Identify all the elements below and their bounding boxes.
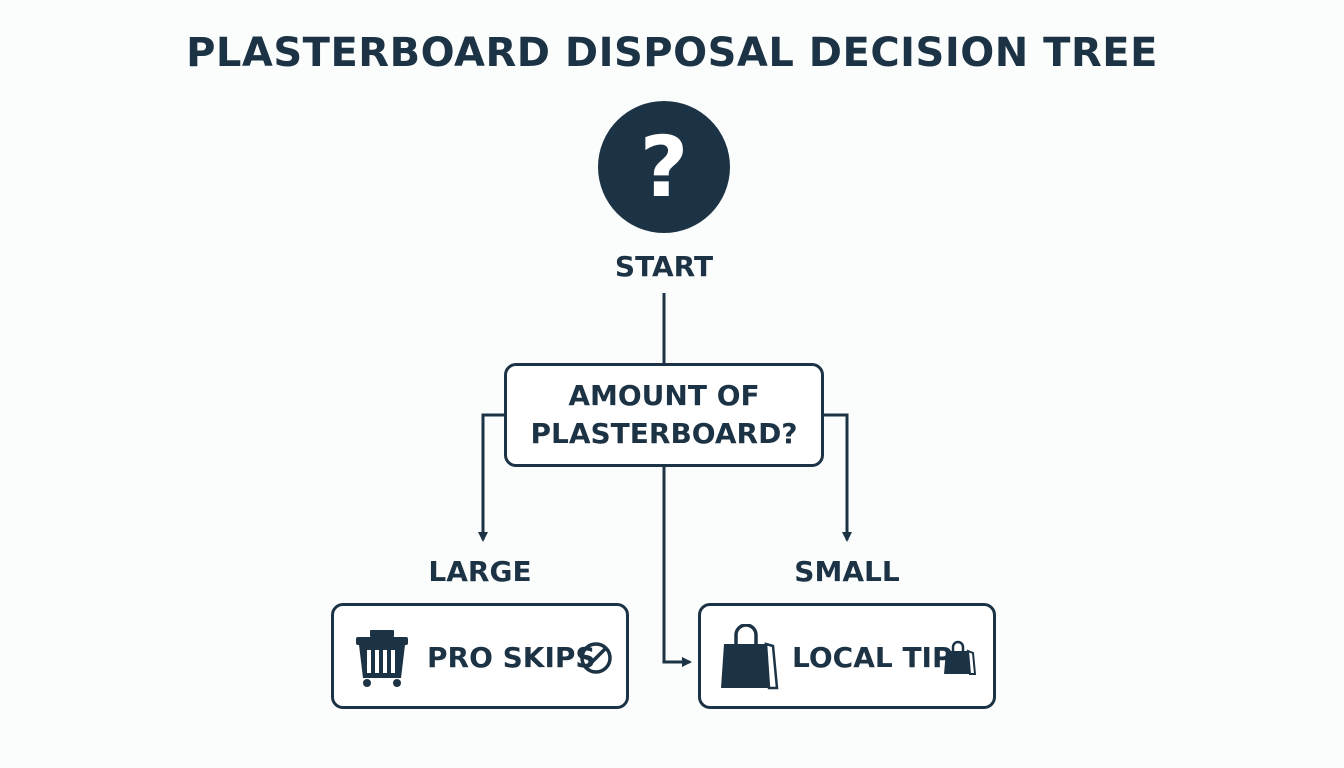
center-to-local-tip-arrow (662, 466, 692, 667)
prohibited-icon (579, 641, 613, 679)
outcome-local-tip-label: LOCAL TIP (792, 641, 953, 674)
skip-bin-icon (354, 628, 410, 692)
outcome-local-tip: LOCAL TIP (698, 603, 996, 709)
large-branch-arrow (478, 413, 505, 542)
question-mark-icon: ? (639, 118, 689, 216)
small-branch-arrow (823, 413, 852, 542)
start-node: ? (598, 101, 730, 233)
start-label: START (614, 250, 714, 283)
outcome-pro-skips-label: PRO SKIPS (427, 641, 596, 674)
branch-label-large: LARGE (428, 555, 532, 588)
branch-label-small: SMALL (794, 555, 900, 588)
diagram-title: PLASTERBOARD DISPOSAL DECISION TREE (186, 30, 1158, 76)
outcome-pro-skips: PRO SKIPS (331, 603, 629, 709)
small-shopping-bag-icon (944, 640, 977, 680)
decision-question-line1: AMOUNT OF (568, 379, 760, 412)
shopping-bag-icon (721, 623, 781, 694)
decision-node: AMOUNT OF PLASTERBOARD? (504, 363, 824, 467)
decision-question-line2: PLASTERBOARD? (530, 417, 798, 450)
